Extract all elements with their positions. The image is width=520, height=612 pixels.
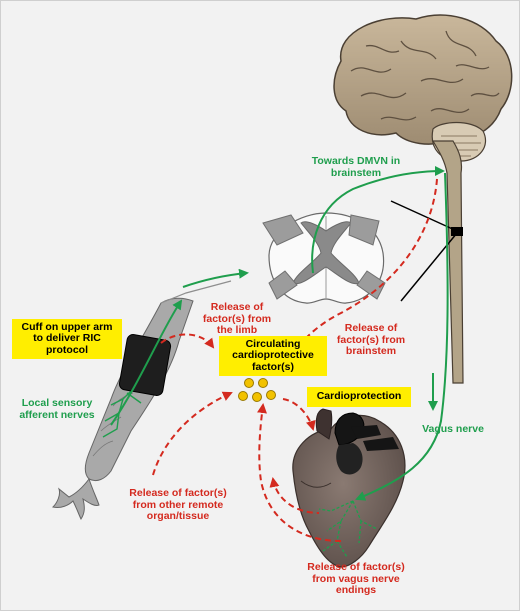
box-circulating-factors: Circulating cardioprotective factor(s) — [219, 336, 327, 376]
brain-icon — [333, 14, 513, 384]
label-release-remote: Release of factor(s) from other remote o… — [129, 487, 227, 522]
label-towards-dmvn: Towards DMVN in brainstem — [311, 155, 401, 179]
label-release-limb: Release of factor(s) from the limb — [202, 301, 272, 336]
vagus-cross-section-marker — [451, 227, 463, 236]
label-release-brainstem: Release of factor(s) from brainstem — [336, 322, 406, 357]
humoral-pathway-arrows — [152, 178, 438, 542]
spinal-cord-section-icon — [262, 212, 386, 304]
factor-dots-icon — [238, 378, 276, 402]
label-release-vagus-endings: Release of factor(s) from vagus nerve en… — [307, 561, 405, 596]
neural-pathway-arrows — [110, 166, 449, 501]
label-local-sensory: Local sensory afferent nerves — [19, 397, 95, 421]
box-cuff: Cuff on upper arm to deliver RIC protoco… — [12, 319, 122, 359]
box-cardioprotection: Cardioprotection — [307, 387, 411, 407]
label-vagus-nerve: Vagus nerve — [422, 423, 484, 435]
heart-icon — [292, 408, 406, 568]
